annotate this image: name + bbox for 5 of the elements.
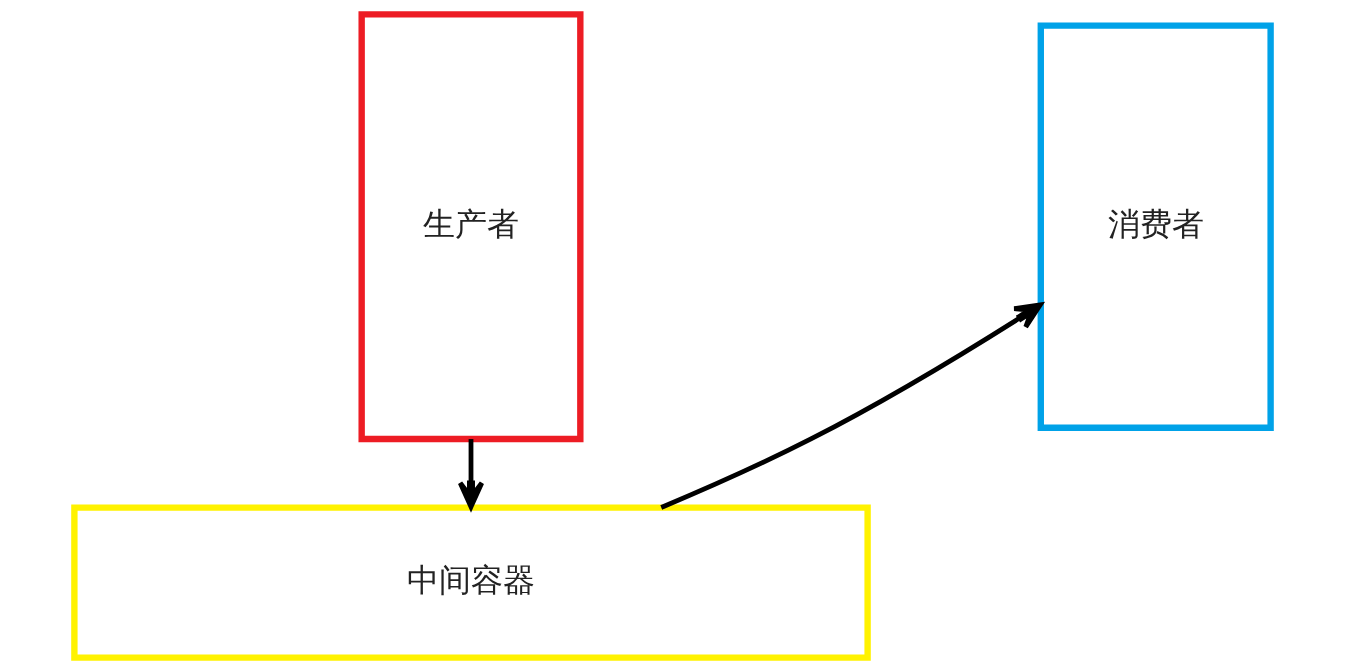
arrow bbox=[457, 439, 485, 510]
node-box: 中间容器 bbox=[71, 504, 871, 661]
arrow bbox=[660, 302, 1043, 510]
node-box: 消费者 bbox=[1037, 22, 1274, 431]
node-box: 生产者 bbox=[358, 11, 584, 443]
